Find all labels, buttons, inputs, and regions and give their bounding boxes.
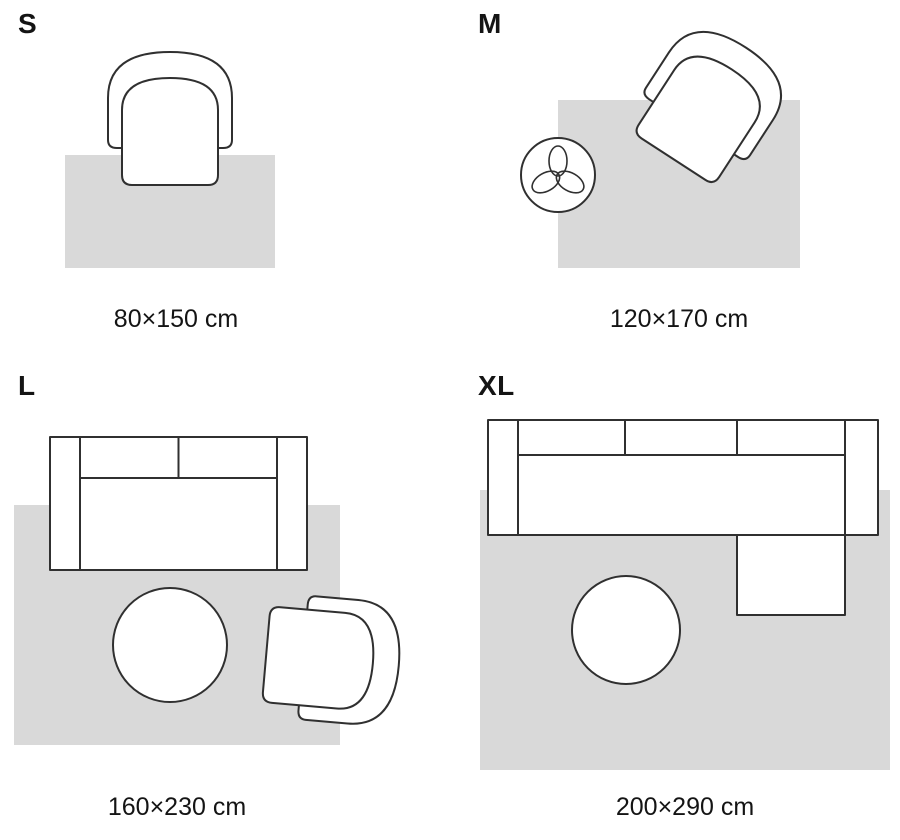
size-diagram-m [520, 30, 800, 268]
size-diagram-s [65, 51, 275, 268]
size-label-s: S [18, 8, 38, 39]
size-card-l: L 160×230 cm [0, 360, 450, 840]
size-card-s: S 80×150 cm [0, 0, 450, 360]
sectional-sofa-icon [487, 419, 879, 616]
plant-icon [520, 137, 596, 213]
plant-leaves [531, 145, 585, 194]
size-card-xl: XL 200×290 cm [450, 360, 900, 840]
size-diagram-l [14, 436, 401, 745]
size-diagram-xl [480, 419, 890, 770]
size-dimensions-m: 120×170 cm [609, 305, 749, 333]
size-dimensions-s: 80×150 cm [113, 305, 239, 333]
size-card-m: M 120×170 cm [450, 0, 900, 360]
size-dimensions-xl: 200×290 cm [615, 793, 755, 821]
coffee-table-icon [571, 575, 681, 685]
size-label-m: M [478, 8, 502, 39]
size-label-l: L [18, 370, 36, 401]
size-label-xl: XL [478, 370, 515, 401]
size-dimensions-l: 160×230 cm [107, 793, 247, 821]
sofa-icon [49, 436, 308, 571]
plant-pot-circle [520, 137, 596, 213]
armchair-icon [107, 51, 233, 186]
armchair-icon [635, 30, 782, 184]
armchair-icon [261, 595, 401, 725]
coffee-table-icon [112, 587, 228, 703]
